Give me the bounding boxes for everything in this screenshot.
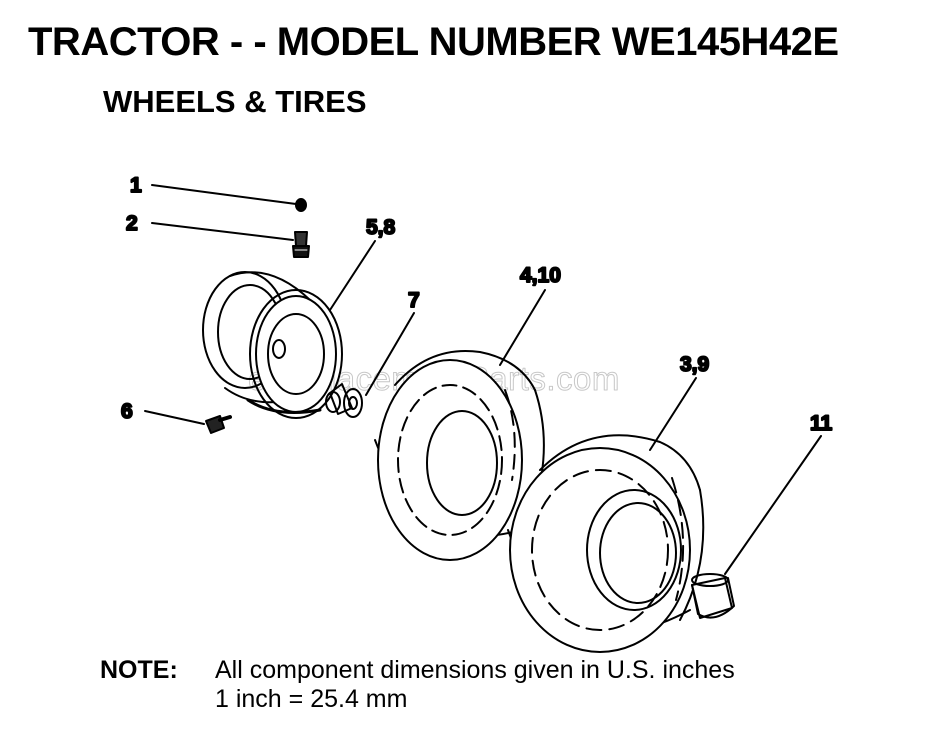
callout-6: 6 bbox=[121, 400, 133, 423]
part-washer bbox=[325, 383, 363, 418]
callout-7: 7 bbox=[408, 289, 420, 312]
page-title: TRACTOR - - MODEL NUMBER WE145H42E bbox=[28, 20, 839, 64]
part-bushing bbox=[691, 573, 735, 619]
callout-2: 2 bbox=[126, 212, 138, 235]
part-lug-bolt bbox=[205, 415, 232, 434]
part-valve-stem bbox=[292, 231, 310, 258]
callout-5-8: 5,8 bbox=[366, 216, 396, 239]
leader-lines bbox=[144, 184, 822, 575]
part-rear-tire bbox=[507, 434, 705, 653]
note-label: NOTE: bbox=[100, 656, 178, 684]
part-wheel-rim bbox=[202, 271, 343, 419]
note-line-2: 1 inch = 25.4 mm bbox=[215, 685, 408, 713]
callout-11: 11 bbox=[810, 412, 833, 435]
callout-1: 1 bbox=[130, 174, 142, 197]
callout-3-9: 3,9 bbox=[680, 353, 709, 376]
dimension-note: NOTE: All component dimensions given in U… bbox=[100, 656, 735, 714]
part-valve-cap bbox=[295, 198, 307, 212]
section-subtitle: WHEELS & TIRES bbox=[103, 84, 367, 119]
part-front-tire bbox=[374, 350, 545, 561]
note-line-1: All component dimensions given in U.S. i… bbox=[215, 656, 735, 684]
callout-4-10: 4,10 bbox=[520, 264, 561, 287]
